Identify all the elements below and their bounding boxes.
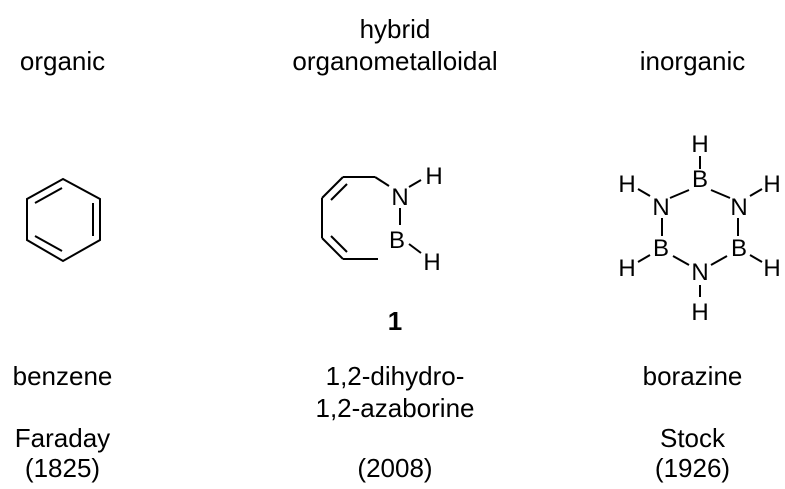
azaborine-name-line2: 1,2-azaborine: [315, 393, 475, 423]
borazine-name-label: borazine: [642, 361, 743, 391]
azaborine-year-label: (2008): [357, 453, 433, 483]
faraday-discoverer-label: Faraday: [14, 423, 111, 453]
organic-column: organic benzene Faraday (1825): [0, 0, 125, 489]
stock-discoverer-label: Stock: [659, 423, 726, 453]
borazine-year-label: (1926): [654, 453, 731, 483]
organic-category-label: organic: [19, 46, 106, 76]
compound-number-label: 1: [387, 306, 403, 336]
inorganic-column: inorganic borazine Stock (1926): [600, 0, 785, 489]
hybrid-category-label: hybrid: [359, 14, 431, 44]
azaborine-name-line1: 1,2-dihydro-: [325, 361, 465, 391]
organometalloidal-category-label: organometalloidal: [292, 46, 498, 76]
hybrid-column: hybrid organometalloidal 1 1,2-dihydro- …: [250, 0, 540, 489]
inorganic-category-label: inorganic: [639, 46, 746, 76]
benzene-name-label: benzene: [12, 361, 113, 391]
benzene-year-label: (1825): [24, 453, 101, 483]
